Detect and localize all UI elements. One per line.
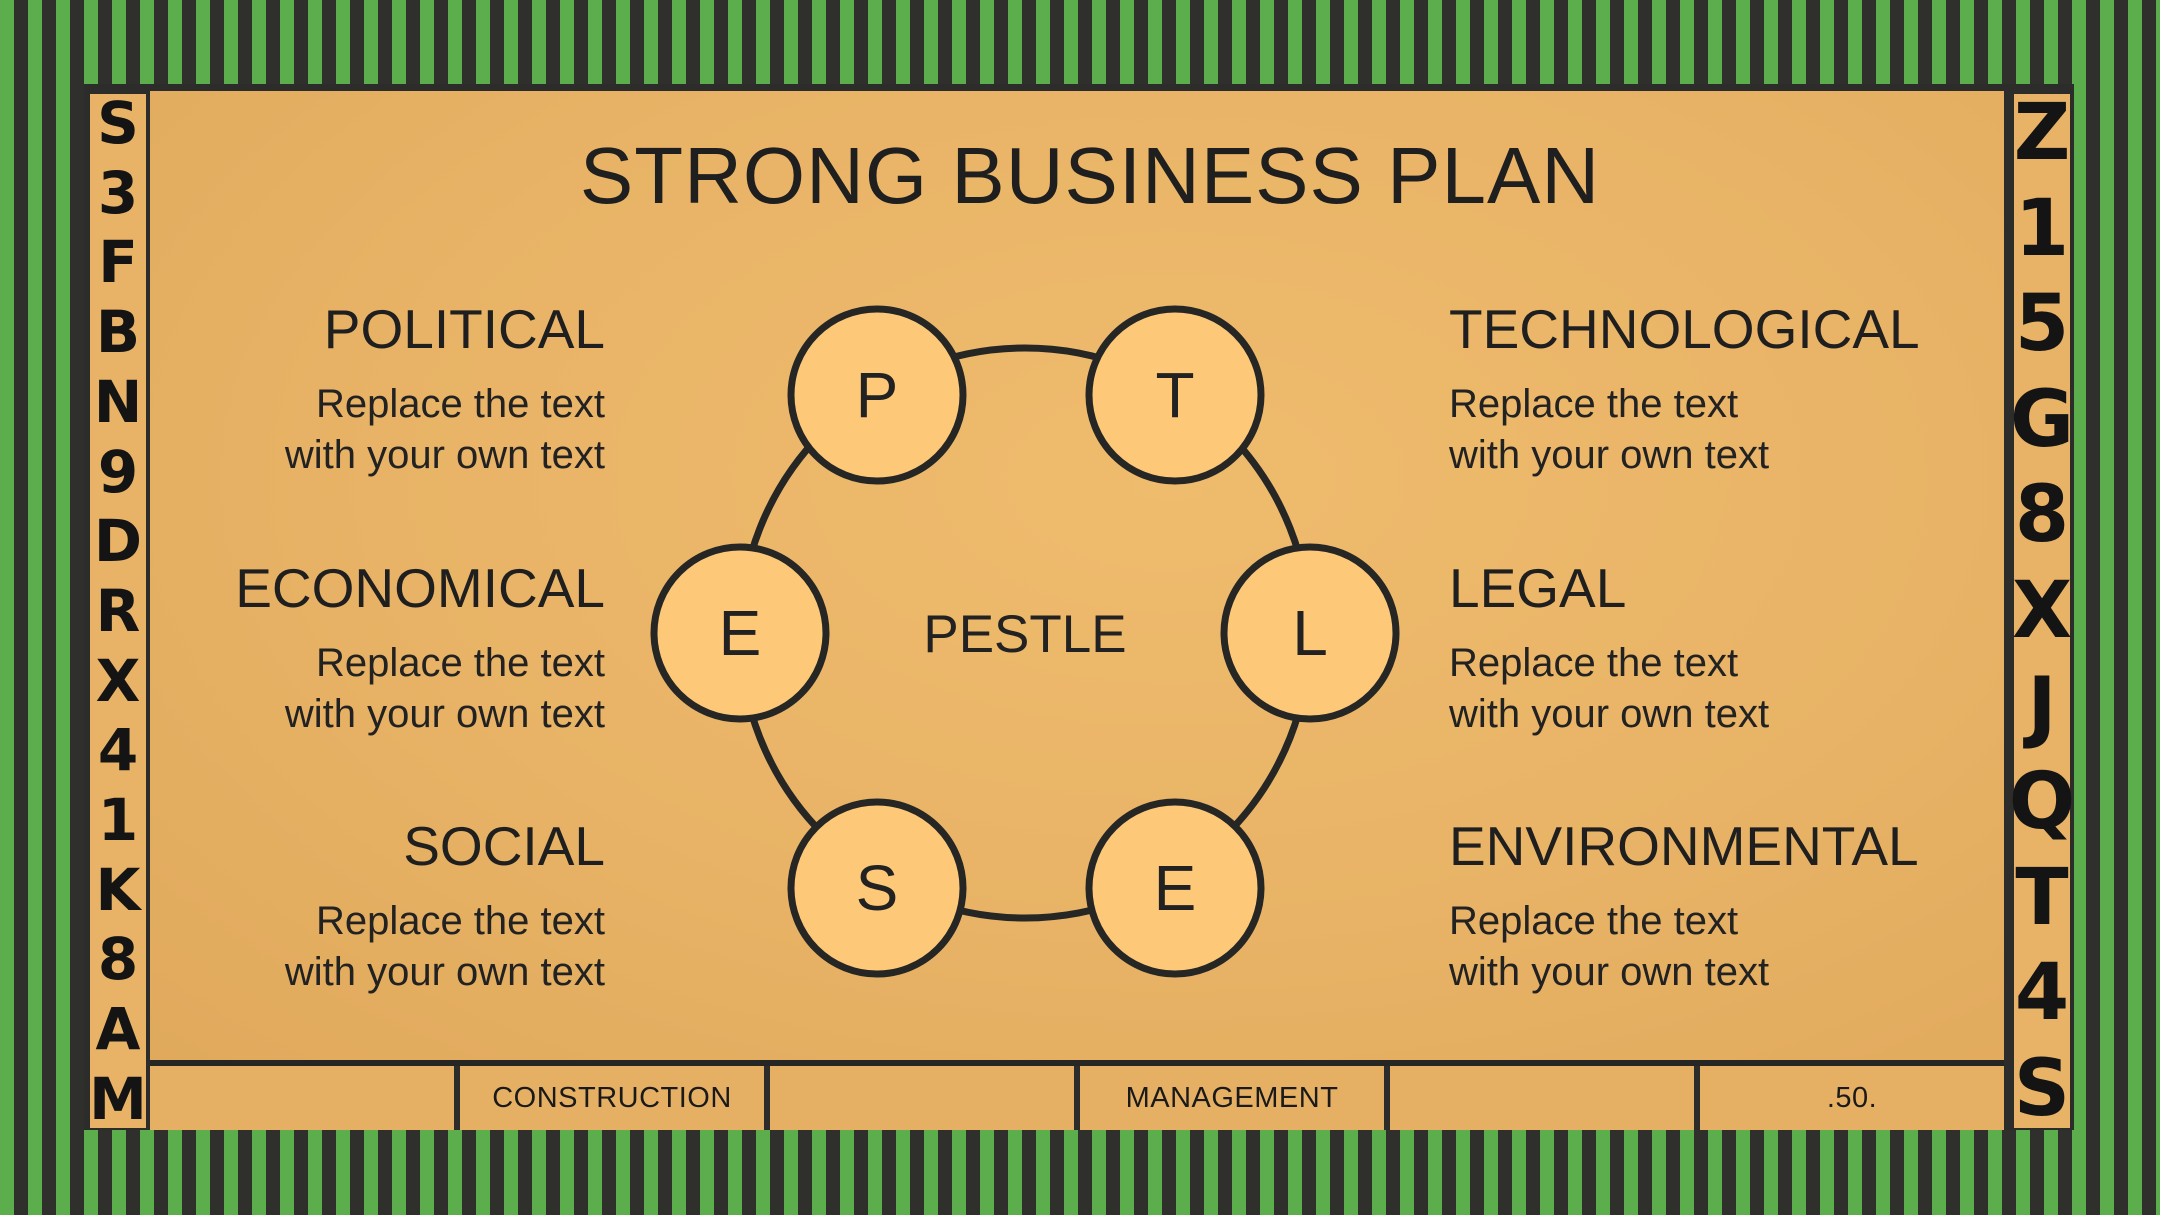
strip-letter: S: [2013, 1043, 2071, 1134]
pestle-node-circle: [1085, 305, 1265, 485]
political-line-2: with your own text: [284, 433, 605, 477]
pestle-node: P: [787, 305, 967, 485]
strip-letter: 1: [97, 786, 139, 855]
social-heading: SOCIAL: [403, 815, 605, 877]
strip-letter: R: [95, 576, 141, 645]
political-line-1: Replace the text: [315, 382, 605, 426]
environmental-heading: ENVIRONMENTAL: [1449, 815, 1919, 877]
footer-cell: MANAGEMENT: [1080, 1066, 1384, 1130]
social-text: Replace the text with your own text: [145, 896, 605, 998]
strip-letter: K: [95, 855, 141, 924]
political-text: Replace the text with your own text: [145, 379, 605, 481]
economical-block: ECONOMICAL Replace the text with your ow…: [145, 561, 605, 740]
social-line-2: with your own text: [284, 950, 605, 994]
pestle-node: E: [650, 543, 830, 723]
footer-bar: CONSTRUCTION MANAGEMENT .50.: [150, 1060, 2004, 1130]
environmental-line-1: Replace the text: [1449, 899, 1739, 943]
pestle-node: L: [1220, 543, 1400, 723]
legal-block: LEGAL Replace the text with your own tex…: [1449, 561, 1909, 740]
technological-line-1: Replace the text: [1449, 382, 1739, 426]
political-heading: POLITICAL: [323, 298, 605, 360]
social-block: SOCIAL Replace the text with your own te…: [145, 819, 605, 998]
footer-cell: [770, 1066, 1074, 1130]
strip-letter: X: [2011, 565, 2073, 656]
strip-letter: 8: [97, 925, 139, 994]
footer-cell: .50.: [1700, 1066, 2004, 1130]
legal-heading: LEGAL: [1449, 557, 1627, 619]
social-line-1: Replace the text: [315, 899, 605, 943]
strip-letter: F: [98, 228, 138, 297]
pestle-node-circle: [787, 305, 967, 485]
economical-line-1: Replace the text: [315, 641, 605, 685]
pestle-node: T: [1085, 305, 1265, 485]
economical-text: Replace the text with your own text: [145, 638, 605, 740]
pestle-nodes: P T L E S E: [650, 305, 1400, 978]
strip-letter: A: [95, 995, 141, 1064]
pestle-node-letter: E: [1154, 852, 1197, 924]
pestle-node-letter: P: [856, 359, 899, 431]
footer-cell: [1390, 1066, 1694, 1130]
environmental-text: Replace the text with your own text: [1449, 896, 1909, 998]
technological-heading: TECHNOLOGICAL: [1449, 298, 1920, 360]
strip-letter: G: [2009, 374, 2075, 465]
pestle-node: E: [1085, 798, 1265, 978]
legal-line-1: Replace the text: [1449, 641, 1739, 685]
pestle-node: S: [787, 798, 967, 978]
economical-line-2: with your own text: [284, 692, 605, 736]
slide-title: STRONG BUSINESS PLAN: [579, 131, 1601, 220]
technological-block: TECHNOLOGICAL Replace the text with your…: [1449, 298, 1920, 481]
strip-letter: 8: [2014, 470, 2070, 561]
strip-letter: T: [2015, 852, 2069, 943]
pestle-center-label: PESTLE: [923, 605, 1126, 664]
environmental-block: ENVIRONMENTAL Replace the text with your…: [1449, 815, 1919, 998]
strip-letter: D: [93, 507, 143, 576]
pestle-node-circle: [787, 798, 967, 978]
legal-text: Replace the text with your own text: [1449, 638, 1909, 740]
strip-letter: Q: [2008, 757, 2076, 848]
strip-letter: 9: [97, 437, 139, 506]
technological-text: Replace the text with your own text: [1449, 379, 1909, 481]
pestle-node-circle: [1220, 543, 1400, 723]
legal-line-2: with your own text: [1449, 692, 1770, 736]
strip-letter: M: [89, 1064, 147, 1133]
strip-letter: 4: [2014, 948, 2070, 1039]
strip-letter: 3: [97, 158, 139, 227]
environmental-line-2: with your own text: [1449, 950, 1770, 994]
footer-cell: [150, 1066, 454, 1130]
pestle-node-letter: E: [719, 597, 762, 669]
strip-letter: J: [2027, 661, 2057, 752]
pestle-node-circle: [650, 543, 830, 723]
footer-cell: CONSTRUCTION: [460, 1066, 764, 1130]
pestle-node-letter: T: [1155, 359, 1194, 431]
strip-letter: 1: [2014, 183, 2070, 274]
slide-paper: [150, 91, 2004, 1061]
political-block: POLITICAL Replace the text with your own…: [145, 302, 605, 481]
strip-letter: S: [97, 89, 139, 157]
strip-letter: 5: [2014, 279, 2070, 370]
strip-letter: B: [95, 298, 141, 367]
pestle-node-letter: S: [856, 852, 899, 924]
pestle-node-circle: [1085, 798, 1265, 978]
strip-letter: 4: [97, 716, 139, 785]
strip-letter: X: [95, 646, 141, 715]
pestle-node-letter: L: [1292, 597, 1328, 669]
economical-heading: ECONOMICAL: [235, 557, 605, 619]
technological-line-2: with your own text: [1449, 433, 1770, 477]
strip-letter: N: [93, 367, 143, 436]
strip-letter: Z: [2013, 88, 2071, 178]
